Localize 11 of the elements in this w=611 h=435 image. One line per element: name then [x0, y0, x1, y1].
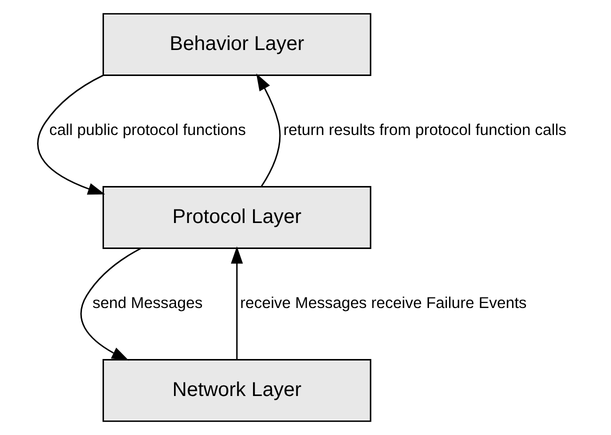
arrow: [256, 74, 280, 188]
arrow: [230, 246, 242, 360]
edge-label: call public protocol functions: [48, 122, 246, 140]
node-box: Behavior Layer: [102, 13, 371, 76]
node-box: Protocol Layer: [102, 186, 371, 249]
arrow: [80, 248, 141, 361]
node-box: Network Layer: [102, 359, 371, 422]
edge-label: return results from protocol function calls: [282, 122, 566, 140]
edge-label: send Messages: [92, 294, 202, 312]
arrow: [36, 74, 105, 195]
edge-label: receive Messages receive Failure Events: [240, 294, 526, 312]
